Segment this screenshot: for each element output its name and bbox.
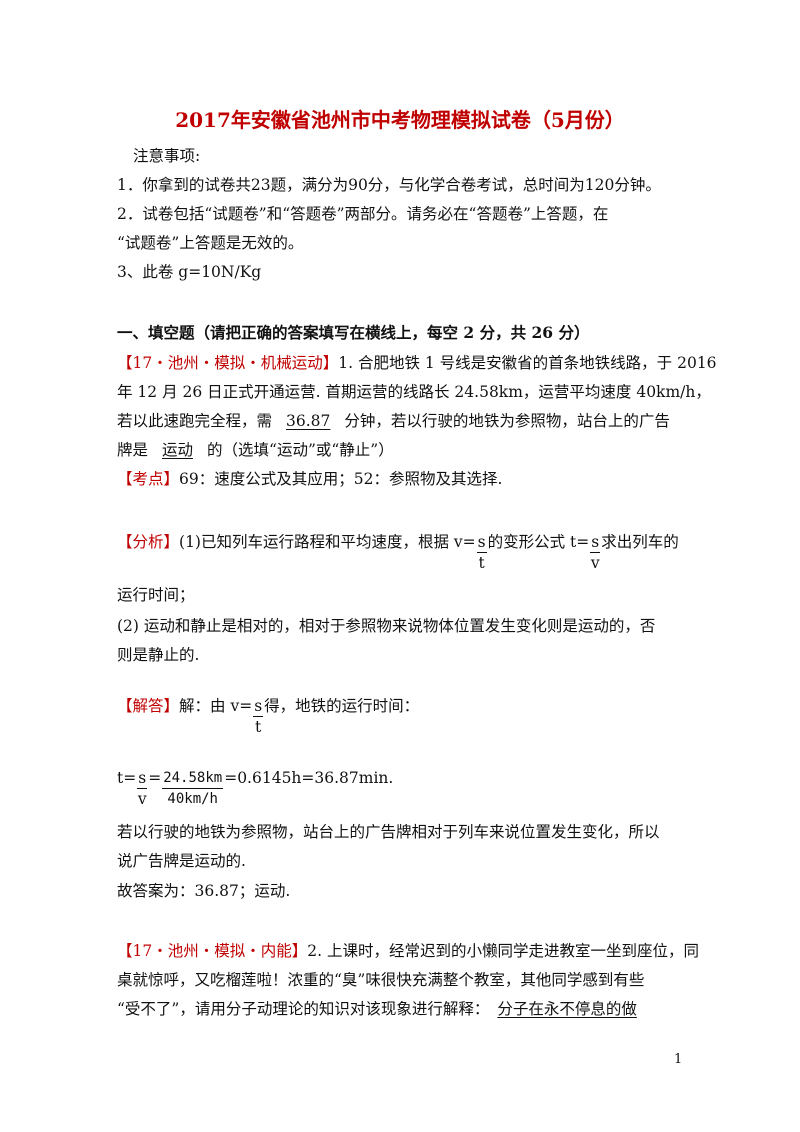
frac-numerator: 24.58km — [162, 768, 224, 789]
page-number: 1 — [674, 1052, 683, 1067]
notice-item-3: 3、此卷 g=10N/Kg — [117, 263, 262, 281]
q1-text-3b: 分钟，若以行驶的地铁为参照物，站台上的广告 — [344, 412, 670, 430]
kaodian-text: 69：速度公式及其应用；52：参照物及其选择. — [179, 470, 503, 488]
frac-denominator: v — [590, 554, 600, 572]
q1-text-4a: 牌是 — [117, 441, 149, 459]
frac-numerator: s — [476, 533, 487, 553]
fenxi-text-1a: (1)已知列车运行路程和平均速度，根据 v= — [179, 533, 476, 551]
q1-text-4b: 的（选填“运动”或“静止”） — [207, 441, 394, 459]
notice-heading: 注意事项: — [133, 147, 201, 165]
q1-jieda-line-4: 说广告牌是运动的. — [117, 852, 246, 870]
fenxi-tag: 【分析】 — [117, 533, 180, 551]
fenxi-text-1b: 的变形公式 t= — [487, 533, 590, 551]
frac-numerator: s — [253, 697, 264, 717]
calc-t: t= — [117, 769, 137, 787]
fenxi-text-1c: 求出列车的 — [601, 533, 679, 551]
q2-line-1: 【17・池州・模拟・内能】2. 上课时，经常迟到的小懒同学走进教室一坐到座位，同 — [117, 941, 699, 961]
calc-equals: = — [148, 769, 162, 787]
q2-blank: 分子在永不停息的做 — [497, 1000, 637, 1018]
q1-jieda-line-3: 若以行驶的地铁为参照物，站台上的广告牌相对于列车来说位置发生变化，所以 — [117, 823, 660, 841]
q1-line-2: 年 12 月 26 日正式开通运营. 首期运营的线路长 24.58km，运营平均… — [117, 383, 711, 401]
q1-blank-1: 36.87 — [286, 412, 331, 430]
q1-text-3a: 若以此速跑完全程，需 — [117, 412, 273, 430]
q1-fenxi-line-2: 运行时间； — [117, 586, 195, 604]
kaodian-tag: 【考点】 — [117, 470, 180, 488]
frac-denominator: t — [255, 718, 262, 736]
q1-line-1: 【17・池州・模拟・机械运动】1. 合肥地铁 1 号线是安徽省的首条地铁线路，于… — [117, 353, 717, 373]
jieda-text-1a: 解：由 v= — [179, 697, 253, 715]
jieda-tag: 【解答】 — [117, 697, 180, 715]
frac-denominator: t — [478, 554, 485, 572]
notice-item-2a: 2．试卷包括“试题卷”和“答题卷”两部分。请务必在“答题卷”上答题，在 — [117, 205, 609, 223]
q2-tag: 【17・池州・模拟・内能】 — [117, 942, 308, 960]
fraction-distance-over-speed: 24.58km 40km/h — [162, 768, 224, 809]
q1-line-4: 牌是运动的（选填“运动”或“静止”） — [117, 440, 394, 460]
section-1-heading: 一、填空题（请把正确的答案填写在横线上，每空 2 分，共 26 分） — [117, 323, 590, 342]
frac-numerator: s — [137, 769, 148, 789]
q1-fenxi-line-3: (2) 运动和静止是相对的，相对于参照物来说物体位置发生变化则是运动的，否 — [117, 617, 656, 635]
q2-line-3: “受不了”，请用分子动理论的知识对该现象进行解释： 分子在永不停息的做 — [117, 999, 637, 1019]
q1-kaodian: 【考点】69：速度公式及其应用；52：参照物及其选择. — [117, 469, 502, 489]
exam-title: 2017年安徽省池州市中考物理模拟试卷（5月份） — [175, 108, 625, 132]
q1-text-1: 1. 合肥地铁 1 号线是安徽省的首条地铁线路，于 2016 — [338, 354, 717, 372]
q2-line-2: 桌就惊呼，又吃榴莲啦！浓重的“臭”味很快充满整个教室，其他同学感到有些 — [117, 971, 645, 989]
q1-line-3: 若以此速跑完全程，需 36.87 分钟，若以行驶的地铁为参照物，站台上的广告 — [117, 411, 670, 431]
frac-denominator: 40km/h — [167, 791, 218, 807]
jieda-text-1b: 得，地铁的运行时间： — [264, 697, 420, 715]
calc-result: =0.6145h=36.87min. — [224, 769, 394, 787]
q1-answer: 故答案为：36.87；运动. — [117, 882, 291, 900]
frac-numerator: s — [590, 533, 601, 553]
q2-text-1: 2. 上课时，经常迟到的小懒同学走进教室一坐到座位，同 — [307, 942, 699, 960]
q1-fenxi-line-4: 则是静止的. — [117, 646, 200, 664]
q2-text-3: “受不了”，请用分子动理论的知识对该现象进行解释： — [117, 1000, 490, 1018]
q1-tag: 【17・池州・模拟・机械运动】 — [117, 354, 339, 372]
q1-blank-2: 运动 — [162, 441, 194, 459]
frac-denominator: v — [137, 790, 147, 808]
notice-item-2b: “试题卷”上答题是无效的。 — [117, 234, 304, 252]
notice-item-1: 1．你拿到的试卷共23题，满分为90分，与化学合卷考试，总时间为120分钟。 — [117, 176, 661, 194]
